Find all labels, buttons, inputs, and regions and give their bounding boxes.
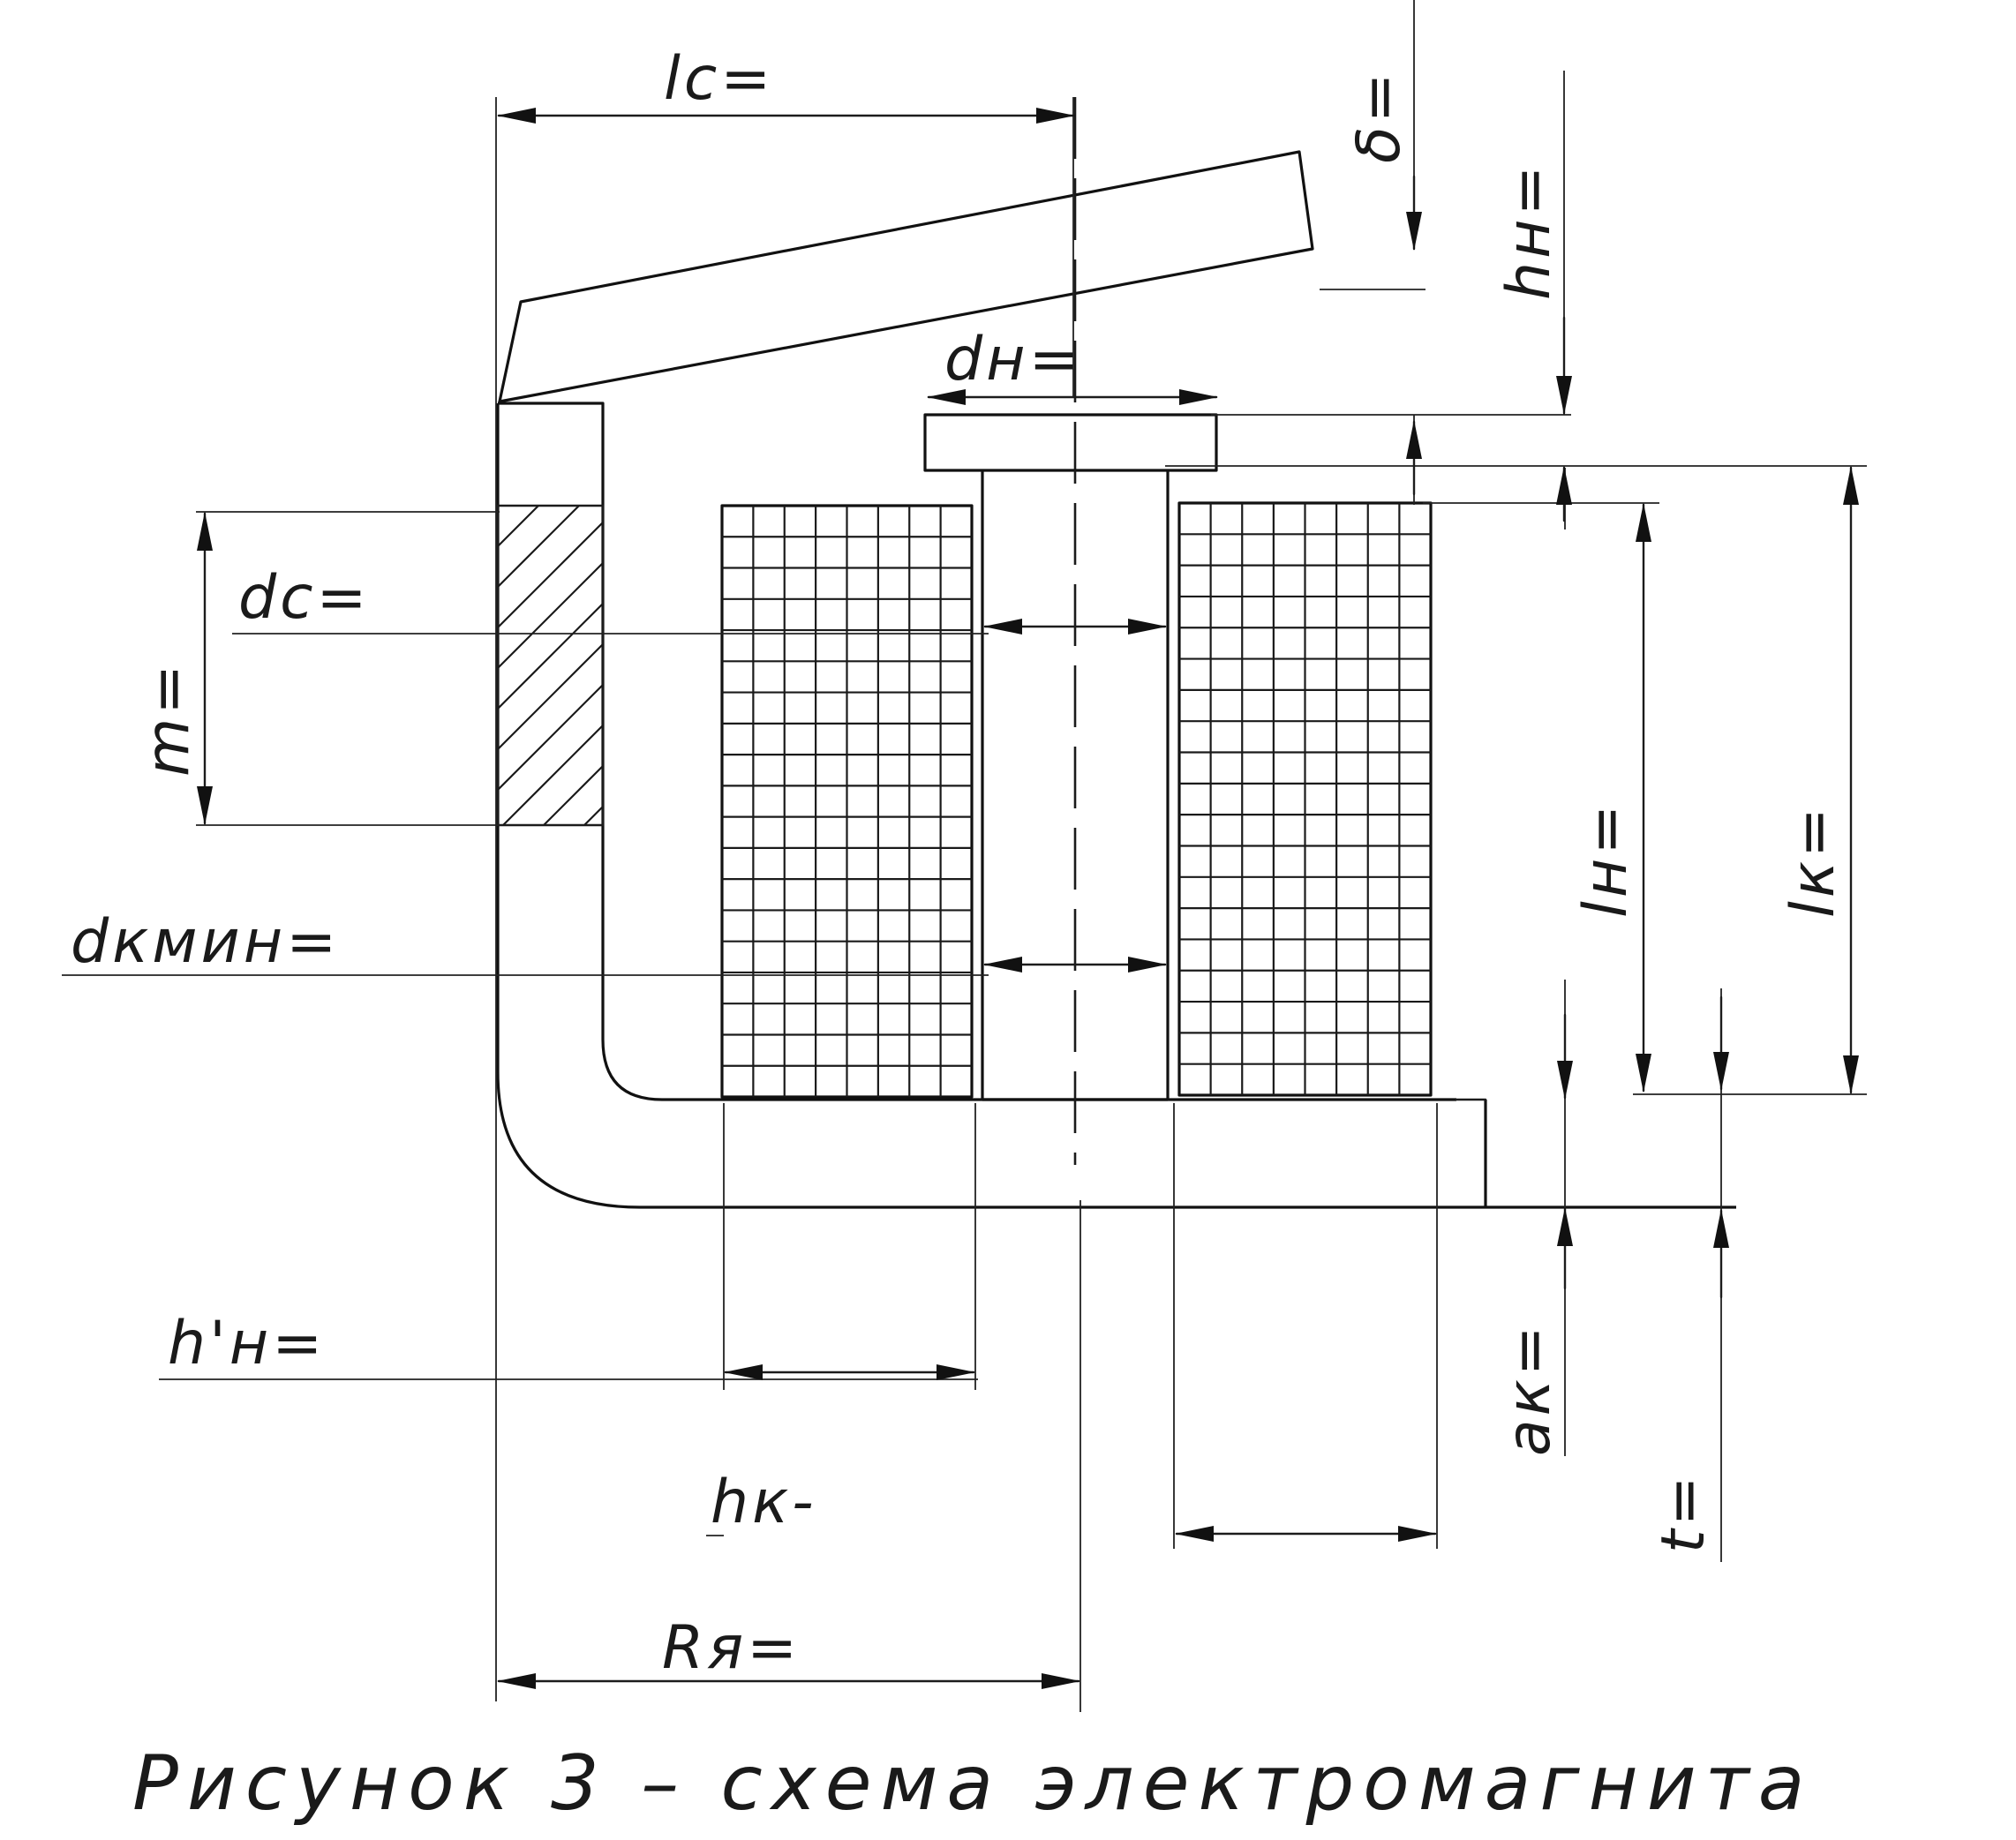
coil-right (1177, 501, 1433, 1097)
label-lh: lн= (1571, 801, 1641, 918)
hatch-line (497, 643, 604, 750)
label-dkmin: dкмин= (71, 907, 340, 977)
label-dn: dн= (944, 325, 1083, 394)
label-delta: δ= (1344, 69, 1414, 163)
label-t: t= (1649, 1472, 1719, 1553)
label-hk: hк- (711, 1468, 817, 1537)
label-h-prime-n: h'н= (168, 1309, 326, 1378)
hatch-line (497, 522, 604, 628)
label-hn: hн= (1494, 161, 1564, 300)
hatch-line (497, 505, 539, 547)
coil-left (720, 504, 974, 1099)
hatch-line (497, 562, 604, 669)
label-m: m= (133, 661, 203, 777)
armature-plate (498, 150, 1314, 403)
label-ak: aк= (1494, 1322, 1564, 1456)
label-rya: Rя= (662, 1613, 801, 1683)
core-section-hatch (496, 504, 605, 827)
dimension-arrows (197, 108, 1859, 1689)
hatch-line (502, 725, 604, 826)
hatch-line (497, 603, 604, 710)
label-lk: lк= (1779, 804, 1848, 918)
hatch-line (497, 684, 604, 791)
label-dc: dc= (238, 563, 371, 633)
hatch-line (497, 505, 580, 588)
extension-lines (62, 0, 1867, 1712)
hatch-line (583, 806, 604, 826)
label-lc: lc= (664, 44, 774, 114)
magnetic-yoke (496, 402, 1736, 1209)
figure-caption: Рисунок 3 – схема электромагнита (132, 1739, 1813, 1828)
hatch-line (543, 765, 604, 826)
central-pole (923, 413, 1218, 1101)
